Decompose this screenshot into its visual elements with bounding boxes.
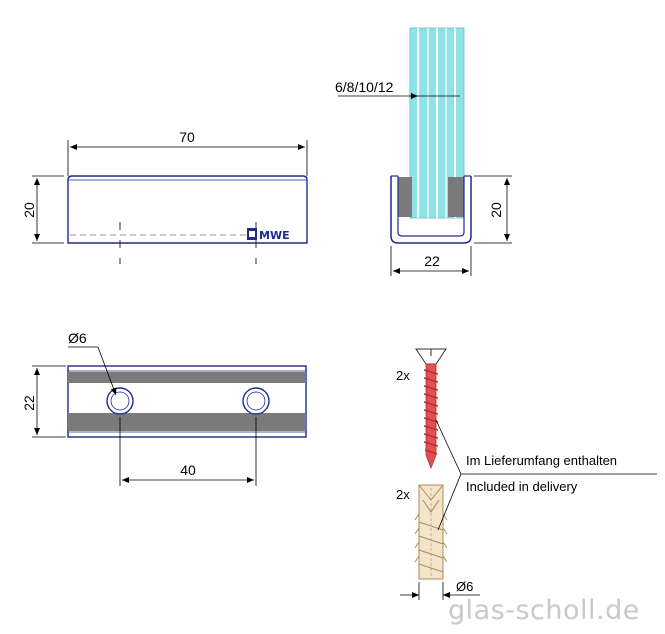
dowel-diameter-dim: Ø6 bbox=[456, 579, 473, 594]
front-height-dim: 20 bbox=[21, 202, 37, 218]
top-gasket-upper bbox=[68, 372, 306, 383]
top-view: 22 Ø6 40 bbox=[21, 330, 307, 486]
screw-quantity: 2x bbox=[396, 368, 410, 383]
gasket-right bbox=[448, 177, 464, 217]
dowel bbox=[414, 484, 448, 580]
svg-text:MWE: MWE bbox=[259, 229, 290, 242]
u-channel-outer bbox=[390, 176, 472, 244]
side-width-dim: 22 bbox=[424, 253, 440, 269]
front-body-outline bbox=[67, 175, 308, 244]
screw bbox=[415, 348, 447, 470]
front-width-dim: 70 bbox=[179, 129, 195, 145]
included-german: Im Lieferumfang enthalten bbox=[466, 453, 617, 468]
gasket-left bbox=[398, 177, 412, 217]
side-view: 6/8/10/12 20 22 bbox=[335, 27, 512, 276]
top-gasket-lower bbox=[68, 413, 306, 431]
top-height-dim: 22 bbox=[21, 395, 37, 411]
side-height-dim: 20 bbox=[488, 202, 504, 218]
hole-spacing-dim: 40 bbox=[180, 462, 196, 478]
watermark: glas-scholl.de bbox=[448, 595, 640, 626]
mwe-logo: MWE bbox=[247, 228, 290, 242]
u-channel-inner bbox=[397, 176, 465, 237]
glass-thickness-dim: 6/8/10/12 bbox=[335, 79, 394, 95]
dowel-quantity: 2x bbox=[396, 487, 410, 502]
hardware: 2x 2x Im Lieferumfang enthalten Included… bbox=[396, 348, 657, 600]
hole-diameter-dim: Ø6 bbox=[68, 330, 87, 346]
front-view: 70 20 MWE bbox=[21, 129, 308, 264]
included-english: Included in delivery bbox=[466, 479, 578, 494]
